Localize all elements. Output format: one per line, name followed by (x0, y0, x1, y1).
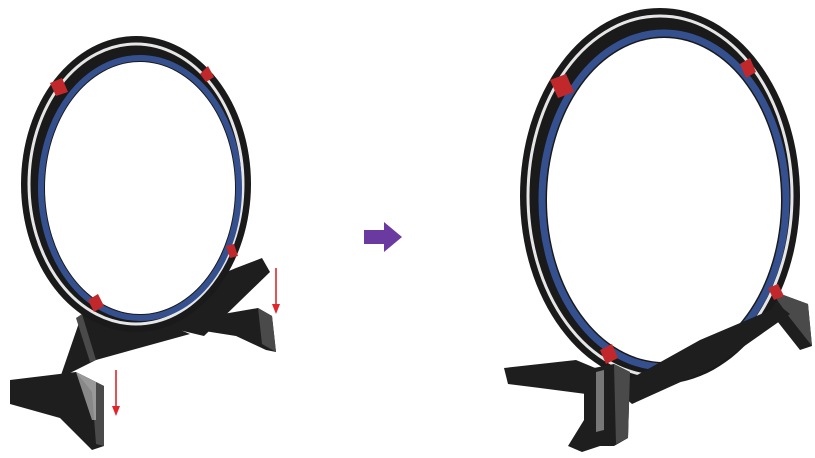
stand-base-after (504, 306, 790, 452)
insert-arrow-right (272, 268, 280, 314)
transition-arrow-icon (364, 222, 402, 252)
marker-top-left (550, 74, 574, 98)
after-panel (504, 8, 812, 452)
marker-bottom (88, 294, 104, 312)
insert-arrows (112, 268, 280, 416)
marker-top-right (740, 58, 756, 78)
ring-after (520, 8, 800, 384)
ring-markers-after (550, 58, 784, 364)
before-panel (10, 36, 280, 450)
marker-top-left (50, 78, 68, 96)
front-foot (10, 372, 104, 450)
ring-before (21, 36, 251, 332)
marker-top-right (200, 66, 214, 82)
side-foot (198, 308, 276, 352)
insert-arrow-bottom (112, 370, 120, 416)
marker-lower-right (768, 284, 784, 300)
ring-markers-before (50, 66, 238, 312)
marker-lower-right (226, 244, 238, 258)
marker-bottom (600, 344, 618, 364)
